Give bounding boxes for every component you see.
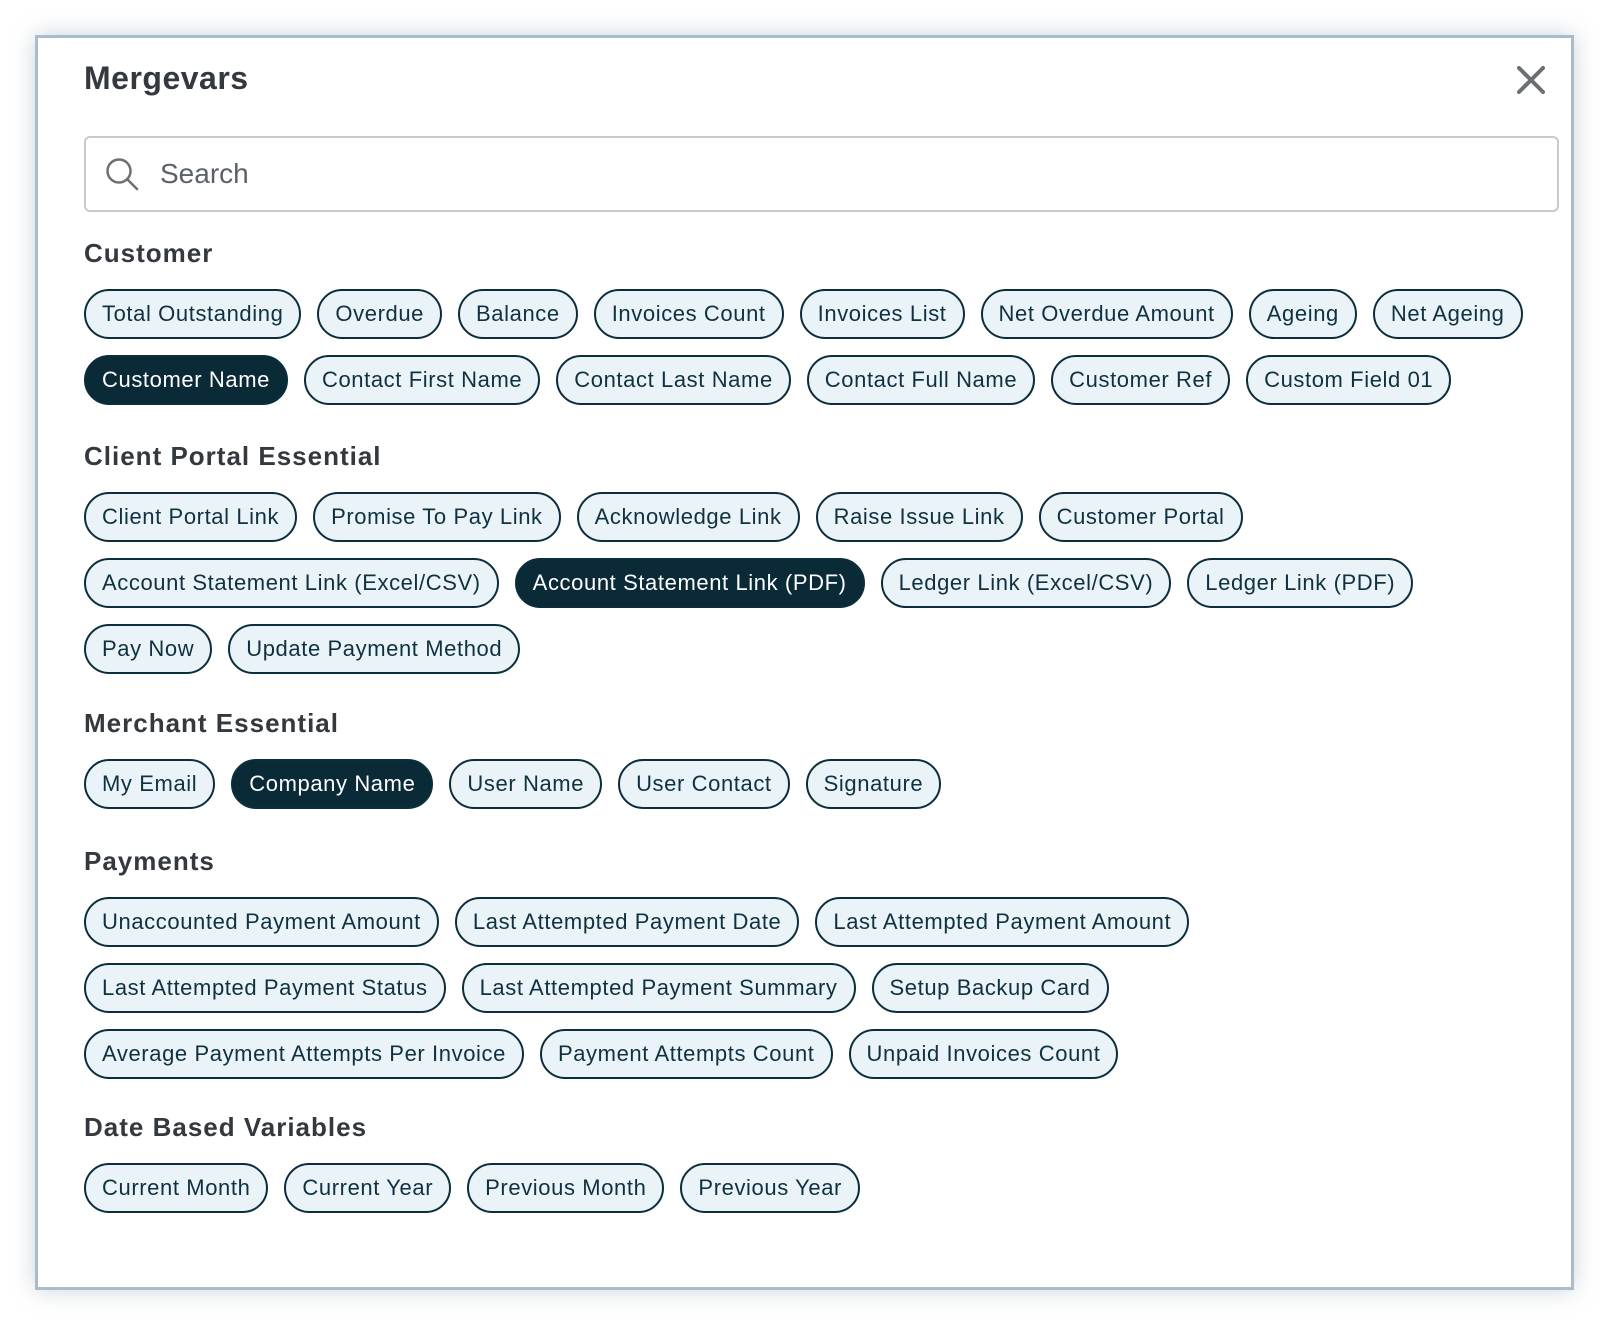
chip-list: My Email Company Name User Name User Contac… <box>84 759 1544 809</box>
mergevar-chip-company-name[interactable]: Company Name <box>231 759 434 809</box>
mergevar-chip-customer-portal[interactable]: Customer Portal <box>1038 492 1243 542</box>
section-customer: Customer Total Outstanding Overdue Balance… <box>84 237 1544 405</box>
close-button[interactable] <box>1511 60 1551 100</box>
mergevar-chip-user-name[interactable]: User Name <box>449 759 603 809</box>
mergevar-chip-account-statement-link-excel-csv[interactable]: Account Statement Link (Excel/CSV) <box>84 558 499 608</box>
mergevar-chip-previous-year[interactable]: Previous Year <box>680 1163 860 1213</box>
section-merchant-essential: Merchant Essential My Email Company Name U… <box>84 707 1544 809</box>
chip-list: Current Month Current Year Previous Month P… <box>84 1163 1544 1213</box>
close-icon <box>1517 66 1545 94</box>
section-title: Merchant Essential <box>84 708 339 738</box>
mergevar-chip-payment-attempts-count[interactable]: Payment Attempts Count <box>539 1029 833 1079</box>
chip-list: Total Outstanding Overdue Balance Invoices … <box>84 289 1544 405</box>
mergevar-chip-custom-field-01[interactable]: Custom Field 01 <box>1246 355 1452 405</box>
mergevar-chip-update-payment-method[interactable]: Update Payment Method <box>228 624 521 674</box>
chip-list: Client Portal Link Promise To Pay Link Ack… <box>84 492 1544 674</box>
mergevar-chip-account-statement-link-pdf[interactable]: Account Statement Link (PDF) <box>514 558 865 608</box>
mergevar-chip-ageing[interactable]: Ageing <box>1248 289 1357 339</box>
mergevars-modal: Mergevars Customer Total Outstanding Over… <box>35 35 1574 1290</box>
section-title: Date Based Variables <box>84 1112 368 1142</box>
mergevar-chip-unaccounted-payment-amount[interactable]: Unaccounted Payment Amount <box>84 897 439 947</box>
mergevar-chip-overdue[interactable]: Overdue <box>317 289 443 339</box>
mergevar-chip-client-portal-link[interactable]: Client Portal Link <box>84 492 298 542</box>
search-icon <box>106 158 139 191</box>
mergevar-chip-current-year[interactable]: Current Year <box>284 1163 452 1213</box>
mergevar-chip-pay-now[interactable]: Pay Now <box>84 624 213 674</box>
mergevar-chip-last-attempted-payment-amount[interactable]: Last Attempted Payment Amount <box>815 897 1190 947</box>
mergevar-chip-contact-full-name[interactable]: Contact Full Name <box>806 355 1036 405</box>
section-title: Customer <box>84 238 214 268</box>
mergevar-chip-last-attempted-payment-status[interactable]: Last Attempted Payment Status <box>84 963 446 1013</box>
mergevar-chip-net-ageing[interactable]: Net Ageing <box>1372 289 1523 339</box>
mergevar-chip-balance[interactable]: Balance <box>458 289 578 339</box>
search-box[interactable] <box>84 136 1559 212</box>
section-title: Payments <box>84 846 215 876</box>
mergevar-chip-contact-first-name[interactable]: Contact First Name <box>303 355 541 405</box>
mergevar-chip-promise-to-pay-link[interactable]: Promise To Pay Link <box>313 492 561 542</box>
mergevar-chip-current-month[interactable]: Current Month <box>84 1163 269 1213</box>
mergevar-chip-customer-ref[interactable]: Customer Ref <box>1051 355 1231 405</box>
mergevar-chip-setup-backup-card[interactable]: Setup Backup Card <box>871 963 1109 1013</box>
search-input[interactable] <box>158 157 1557 191</box>
mergevar-chip-signature[interactable]: Signature <box>805 759 942 809</box>
mergevar-chip-contact-last-name[interactable]: Contact Last Name <box>556 355 791 405</box>
section-title: Client Portal Essential <box>84 441 382 471</box>
mergevar-chip-last-attempted-payment-date[interactable]: Last Attempted Payment Date <box>454 897 800 947</box>
mergevar-chip-ledger-link-pdf[interactable]: Ledger Link (PDF) <box>1187 558 1414 608</box>
mergevar-chip-unpaid-invoices-count[interactable]: Unpaid Invoices Count <box>848 1029 1119 1079</box>
mergevar-chip-average-payment-attempts-per-invoice[interactable]: Average Payment Attempts Per Invoice <box>84 1029 524 1079</box>
mergevar-chip-previous-month[interactable]: Previous Month <box>467 1163 665 1213</box>
mergevar-chip-ledger-link-excel-csv[interactable]: Ledger Link (Excel/CSV) <box>880 558 1172 608</box>
mergevar-chip-invoices-count[interactable]: Invoices Count <box>593 289 784 339</box>
mergevar-chip-acknowledge-link[interactable]: Acknowledge Link <box>576 492 800 542</box>
mergevar-chip-customer-name[interactable]: Customer Name <box>84 355 288 405</box>
mergevar-chip-my-email[interactable]: My Email <box>84 759 216 809</box>
section-client-portal-essential: Client Portal Essential Client Portal Li… <box>84 440 1544 674</box>
mergevar-chip-total-outstanding[interactable]: Total Outstanding <box>84 289 302 339</box>
mergevar-chip-last-attempted-payment-summary[interactable]: Last Attempted Payment Summary <box>461 963 856 1013</box>
mergevar-chip-net-overdue-amount[interactable]: Net Overdue Amount <box>980 289 1233 339</box>
modal-title: Mergevars <box>84 60 249 96</box>
mergevar-chip-user-contact[interactable]: User Contact <box>618 759 790 809</box>
mergevar-chip-raise-issue-link[interactable]: Raise Issue Link <box>815 492 1023 542</box>
mergevar-chip-invoices-list[interactable]: Invoices List <box>799 289 965 339</box>
